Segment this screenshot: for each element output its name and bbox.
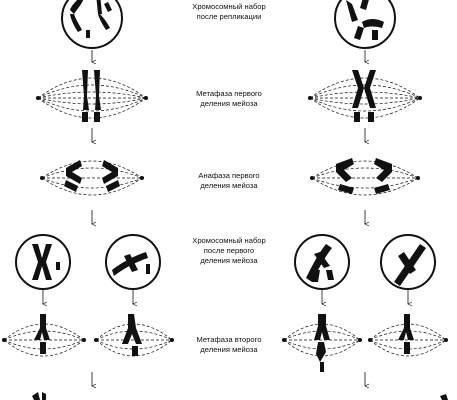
- anaphase1-spindle-right: [311, 160, 419, 196]
- anaphase1-chromosomes-left: [40, 160, 144, 192]
- label-anaphase-1-line-1: Анафаза первого: [198, 171, 260, 180]
- metaphase2-spindles-left: [3, 323, 173, 357]
- label-after-first-division-line-1: Хромосомный набор: [192, 236, 266, 245]
- metaphase1-chromosomes-left: [36, 70, 148, 122]
- label-anaphase-1: Анафаза первого деления мейоза: [164, 171, 294, 191]
- metaphase2-spindles-right: [283, 323, 447, 357]
- label-anaphase-1-line-2: деления мейоза: [200, 181, 258, 190]
- label-metaphase-2-line-2: деления мейоза: [200, 345, 258, 354]
- metaphase1-spindle-left: [37, 77, 147, 119]
- metaphase1-chromosomes-right: [308, 70, 422, 122]
- label-metaphase-1-line-1: Метафаза первого: [196, 89, 262, 98]
- label-after-first-division-line-3: деления мейоза: [200, 256, 258, 265]
- label-replication-line-1: Хромосомный набор: [192, 2, 266, 11]
- metaphase1-spindle-right: [309, 77, 421, 119]
- anaphase1-chromosomes-right: [310, 158, 420, 194]
- metaphase2-chromosomes-left: [2, 314, 174, 356]
- anaphase1-spindle-left: [41, 160, 143, 196]
- label-metaphase-1: Метафаза первого деления мейоза: [164, 89, 294, 109]
- daughter-nucleus-3: [294, 234, 350, 290]
- replicated-nucleus-left: [61, 0, 123, 49]
- label-replication-line-2: после репликации: [196, 12, 262, 21]
- label-after-first-division-line-2: после первого: [203, 246, 255, 255]
- cutoff-shapes-bottom: [32, 392, 448, 400]
- daughter-nucleus-1: [15, 234, 71, 290]
- daughter-nucleus-4: [380, 234, 436, 290]
- replicated-nucleus-right: [334, 0, 396, 49]
- label-metaphase-2: Метафаза второго деления мейоза: [164, 335, 294, 355]
- label-metaphase-2-line-1: Метафаза второго: [196, 335, 262, 344]
- label-after-first-division: Хромосомный набор после первого деления …: [164, 236, 294, 266]
- daughter-nucleus-2: [105, 234, 161, 290]
- label-metaphase-1-line-2: деления мейоза: [200, 99, 258, 108]
- label-replication: Хромосомный набор после репликации: [164, 2, 294, 22]
- metaphase2-chromosomes-right: [282, 314, 448, 372]
